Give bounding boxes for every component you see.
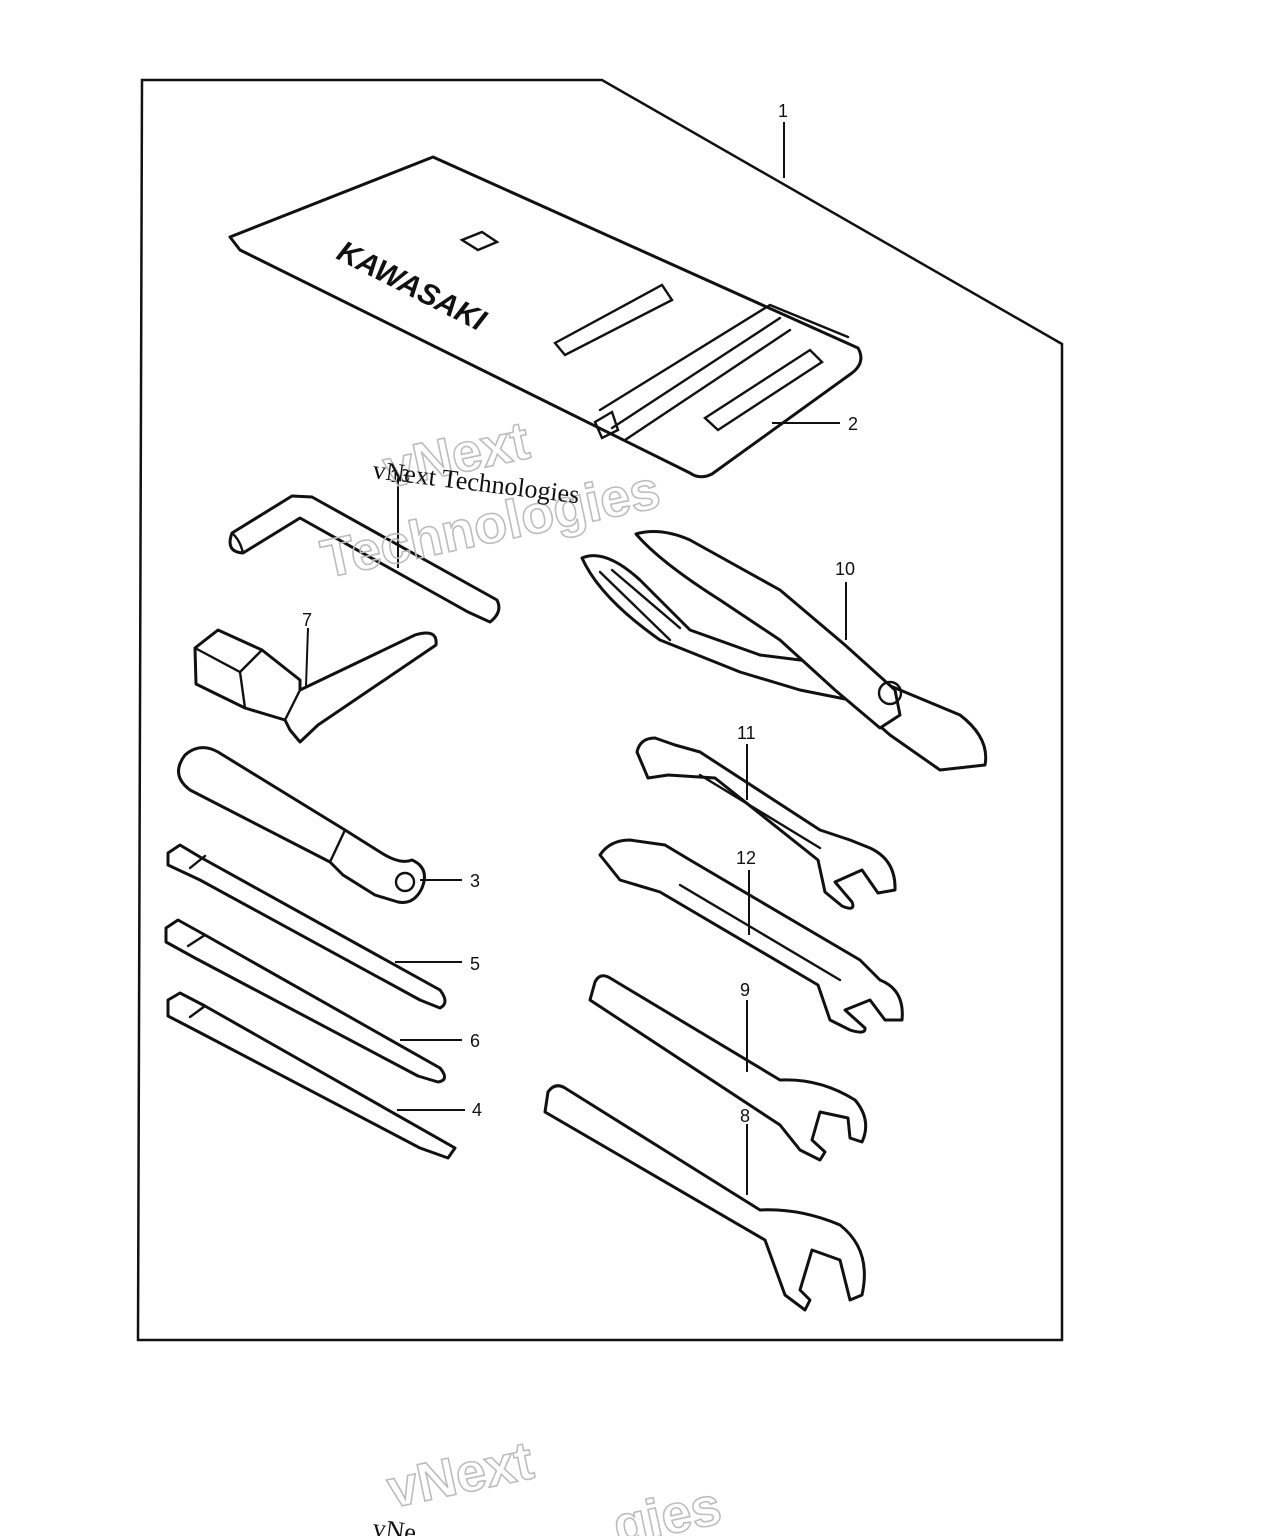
tool-bag	[228, 155, 863, 479]
open-end-wrench-large	[543, 1084, 866, 1312]
callout-9: 9	[740, 980, 750, 1000]
callout-2: 2	[848, 414, 858, 434]
callout-leaders	[305, 122, 847, 1195]
callout-13: 13	[390, 466, 410, 486]
phillips-bit-small	[164, 918, 446, 1084]
callout-4: 4	[472, 1100, 482, 1120]
callout-8: 8	[740, 1106, 750, 1126]
screwdriver-handle	[177, 746, 426, 904]
watermark-bottom-serif: vNe	[371, 1513, 418, 1536]
callout-5: 5	[470, 954, 480, 974]
double-wrench-small	[635, 736, 897, 910]
double-wrench-large	[598, 838, 904, 1034]
watermark-bottom-outline-line2: gies	[608, 1476, 726, 1536]
watermark-bottom-outline-line1: vNext	[382, 1430, 538, 1519]
callout-10: 10	[835, 559, 855, 579]
callout-11: 11	[737, 723, 756, 743]
flat-screwdriver-bit	[166, 991, 457, 1160]
callout-12: 12	[736, 848, 756, 868]
open-end-wrench-medium	[588, 974, 868, 1162]
spark-plug-wrench	[193, 628, 438, 744]
phillips-bit-large	[166, 843, 447, 1010]
callout-7: 7	[302, 610, 312, 630]
hex-key	[228, 494, 501, 624]
callout-6: 6	[470, 1031, 480, 1051]
callout-1: 1	[778, 101, 788, 121]
callout-3: 3	[470, 871, 480, 891]
diagram-frame	[136, 78, 1064, 1342]
pliers	[580, 530, 988, 772]
